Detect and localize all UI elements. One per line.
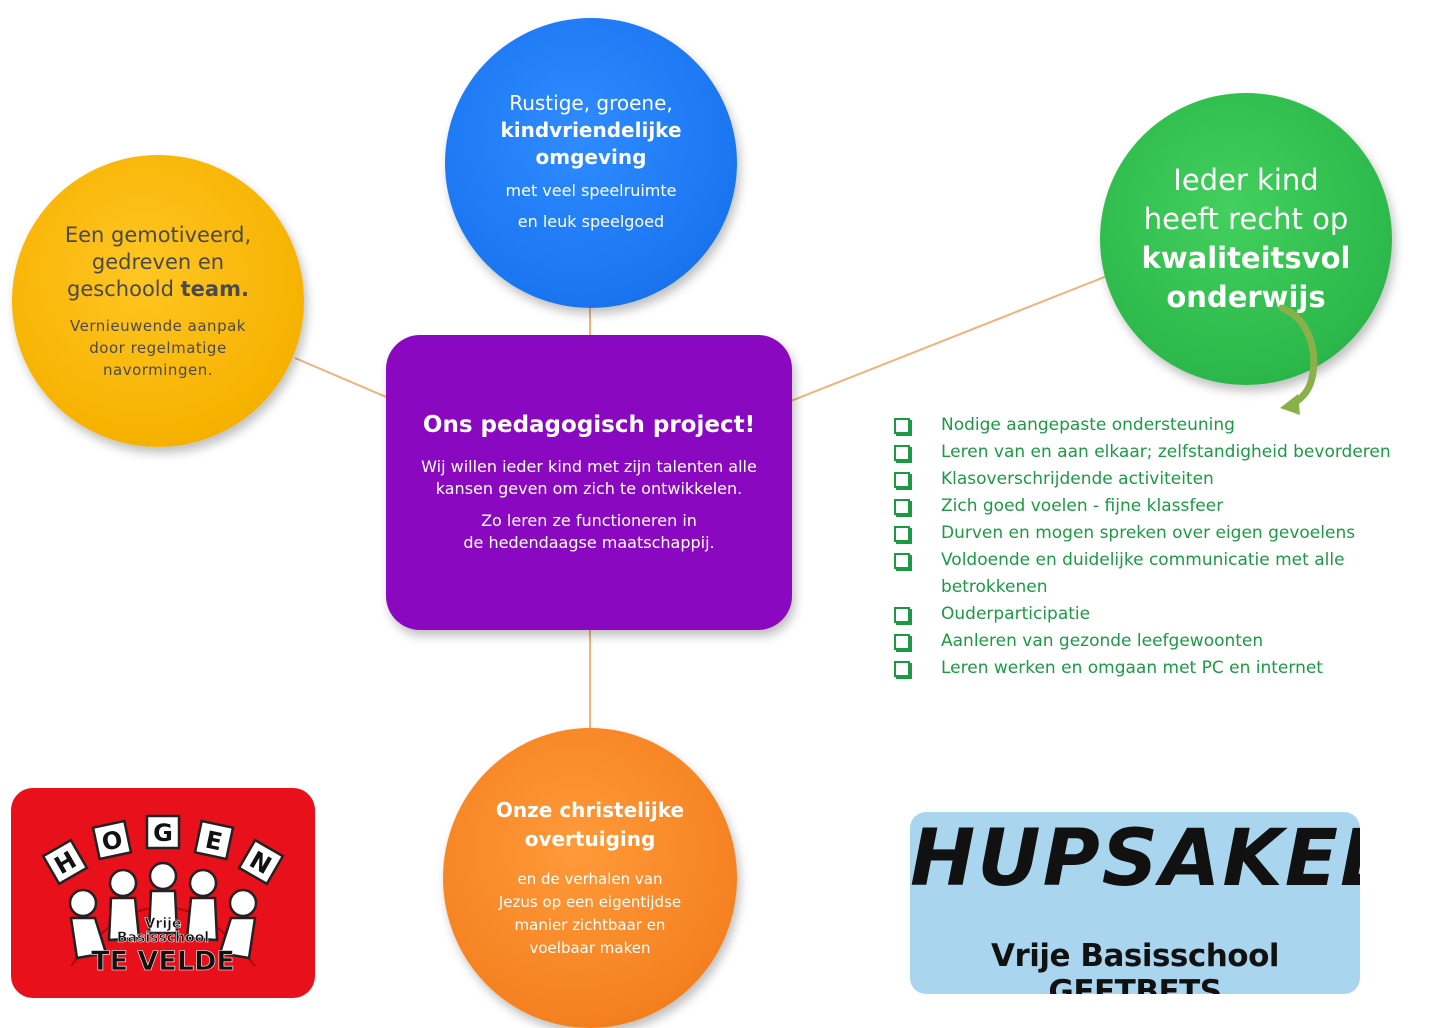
checkbox-icon <box>894 418 910 434</box>
project-paragraph-2: Zo leren ze functioneren in de hedendaag… <box>463 510 715 552</box>
team-circle: Een gemotiveerd, gedreven en geschoold t… <box>12 155 304 447</box>
hogen-te-velde-logo: H O G E N Vrije Basisschool TE VELDE <box>11 788 315 998</box>
list-item: Durven en mogen spreken over eigen gevoe… <box>892 520 1422 547</box>
omgeving-circle: Rustige, groene, kindvriendelijke omgevi… <box>445 18 737 308</box>
overtuiging-subtext: en de verhalen van Jezus op een eigentij… <box>498 870 682 957</box>
checkbox-icon <box>894 499 910 515</box>
list-item: Zich goed voelen - fijne klassfeer <box>892 493 1422 520</box>
logo-left-line2: Basisschool <box>117 930 209 946</box>
hupsakee-subtitle: Vrije Basisschool GEETBETS <box>990 938 1280 994</box>
project-paragraph-1: Wij willen ieder kind met zijn talenten … <box>421 456 757 498</box>
overtuiging-heading: Onze christelijke overtuiging <box>495 798 685 851</box>
checkbox-icon <box>894 472 910 488</box>
list-item: Aanleren van gezonde leefgewoonten <box>892 628 1422 655</box>
list-item: Nodige aangepaste ondersteuning <box>892 412 1422 439</box>
list-item: Ouderparticipatie <box>892 601 1422 628</box>
checkbox-icon <box>894 526 910 542</box>
onderwijs-circle: Ieder kind heeft recht op kwaliteitsvol … <box>1100 93 1392 385</box>
logo-letter-e: E <box>203 826 225 857</box>
project-box: Ons pedagogisch project! Wij willen iede… <box>386 335 792 630</box>
team-subtext: Vernieuwende aanpak door regelmatige nav… <box>70 316 246 379</box>
checkbox-icon <box>894 661 910 677</box>
checkbox-icon <box>894 634 910 650</box>
onderwijs-heading: Ieder kind heeft recht op kwaliteitsvol … <box>1141 163 1351 314</box>
logo-left-line3: TE VELDE <box>91 946 235 977</box>
hogen-logo-graphic: H O G E N Vrije Basisschool TE VELDE <box>41 814 285 977</box>
omgeving-subtext: met veel speelruimte en leuk speelgoed <box>505 180 677 231</box>
omgeving-heading: Rustige, groene, kindvriendelijke omgevi… <box>500 90 682 169</box>
checkbox-icon <box>894 445 910 461</box>
hupsakee-title: HUPSAKEE <box>910 814 1360 904</box>
curved-arrow-icon <box>1278 304 1318 415</box>
checklist: Nodige aangepaste ondersteuning Leren va… <box>892 412 1422 682</box>
logo-letter-g: G <box>153 819 173 847</box>
list-item: Klasoverschrijdende activiteiten <box>892 466 1422 493</box>
team-heading: Een gemotiveerd, gedreven en geschoold t… <box>64 222 252 301</box>
list-item: Voldoende en duidelijke communicatie met… <box>892 547 1422 601</box>
list-item: Leren werken en omgaan met PC en interne… <box>892 655 1422 682</box>
project-title: Ons pedagogisch project! <box>422 411 756 438</box>
list-item: Leren van en aan elkaar; zelfstandigheid… <box>892 439 1422 466</box>
checkbox-icon <box>894 553 910 569</box>
connector-onderwijs <box>767 273 1113 411</box>
logo-left-line1: Vrije <box>145 916 182 932</box>
checkbox-icon <box>894 607 910 623</box>
overtuiging-circle: Onze christelijke overtuiging en de verh… <box>443 728 737 1028</box>
hupsakee-logo: HUPSAKEE Vrije Basisschool GEETBETS <box>910 812 1360 994</box>
